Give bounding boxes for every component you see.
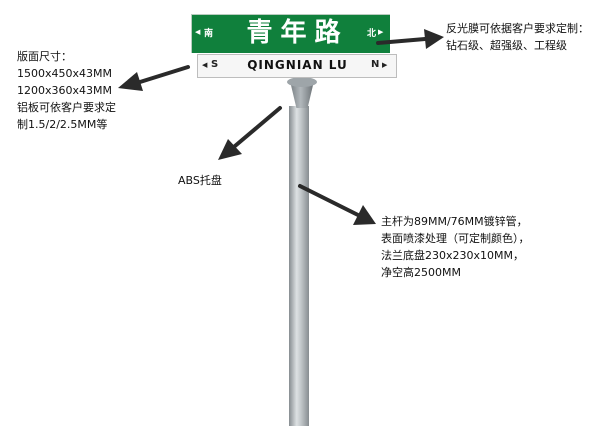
abs-tray-ring — [287, 77, 317, 87]
street-sign-chinese — [191, 14, 390, 53]
panel-size-title: 版面尺寸： — [17, 50, 72, 63]
arrow-to-pole — [298, 184, 360, 217]
street-name-en: QINGNIAN LU — [247, 58, 348, 72]
arrow-right-icon-en: ▶ — [382, 61, 388, 69]
abs-tray-bracket — [290, 82, 314, 108]
direction-north-cn: 北 — [367, 29, 377, 39]
direction-south-en: S — [211, 59, 219, 70]
direction-north-en: N — [371, 59, 380, 70]
pole-line2: 表面喷漆处理（可定制颜色）， — [381, 232, 530, 245]
arrow-right-icon: ▶ — [378, 28, 384, 36]
panel-size-annotation: 版面尺寸： 1500x450x43MM 1200x360x43MM 铝板可依客户… — [17, 48, 116, 133]
film-line2: 钻石级、超强级、工程级 — [446, 39, 567, 52]
pole-spec-annotation: 主杆为89MM/76MM镀锌管， 表面喷漆处理（可定制颜色）， 法兰底盘230x… — [381, 213, 530, 281]
panel-size-line4: 制1.5/2/2.5MM等 — [17, 118, 108, 131]
film-line1: 反光膜可依据客户要求定制： — [446, 22, 589, 35]
street-sign-english — [197, 54, 397, 78]
abs-tray-annotation: ABS托盘 — [178, 174, 222, 187]
pole-line3: 法兰底盘230x230x10MM， — [381, 249, 524, 262]
arrow-left-icon-en: ◀ — [202, 61, 208, 69]
street-name-cn: 青年路 — [246, 18, 349, 48]
reflective-film-annotation: 反光膜可依据客户要求定制： 钻石级、超强级、工程级 — [446, 20, 589, 54]
arrow-to-abs-tray — [233, 106, 282, 148]
panel-size-line3: 铝板可依客户要求定 — [17, 101, 116, 114]
direction-south-cn: 南 — [204, 29, 214, 39]
pole-line4: 净空高2500MM — [381, 266, 461, 279]
arrow-to-reflective-film — [376, 37, 427, 45]
pole-line1: 主杆为89MM/76MM镀锌管， — [381, 215, 528, 228]
panel-size-line1: 1500x450x43MM — [17, 67, 112, 80]
arrow-to-sign-panel — [138, 65, 190, 84]
arrow-left-icon: ◀ — [195, 28, 201, 36]
panel-size-line2: 1200x360x43MM — [17, 84, 112, 97]
